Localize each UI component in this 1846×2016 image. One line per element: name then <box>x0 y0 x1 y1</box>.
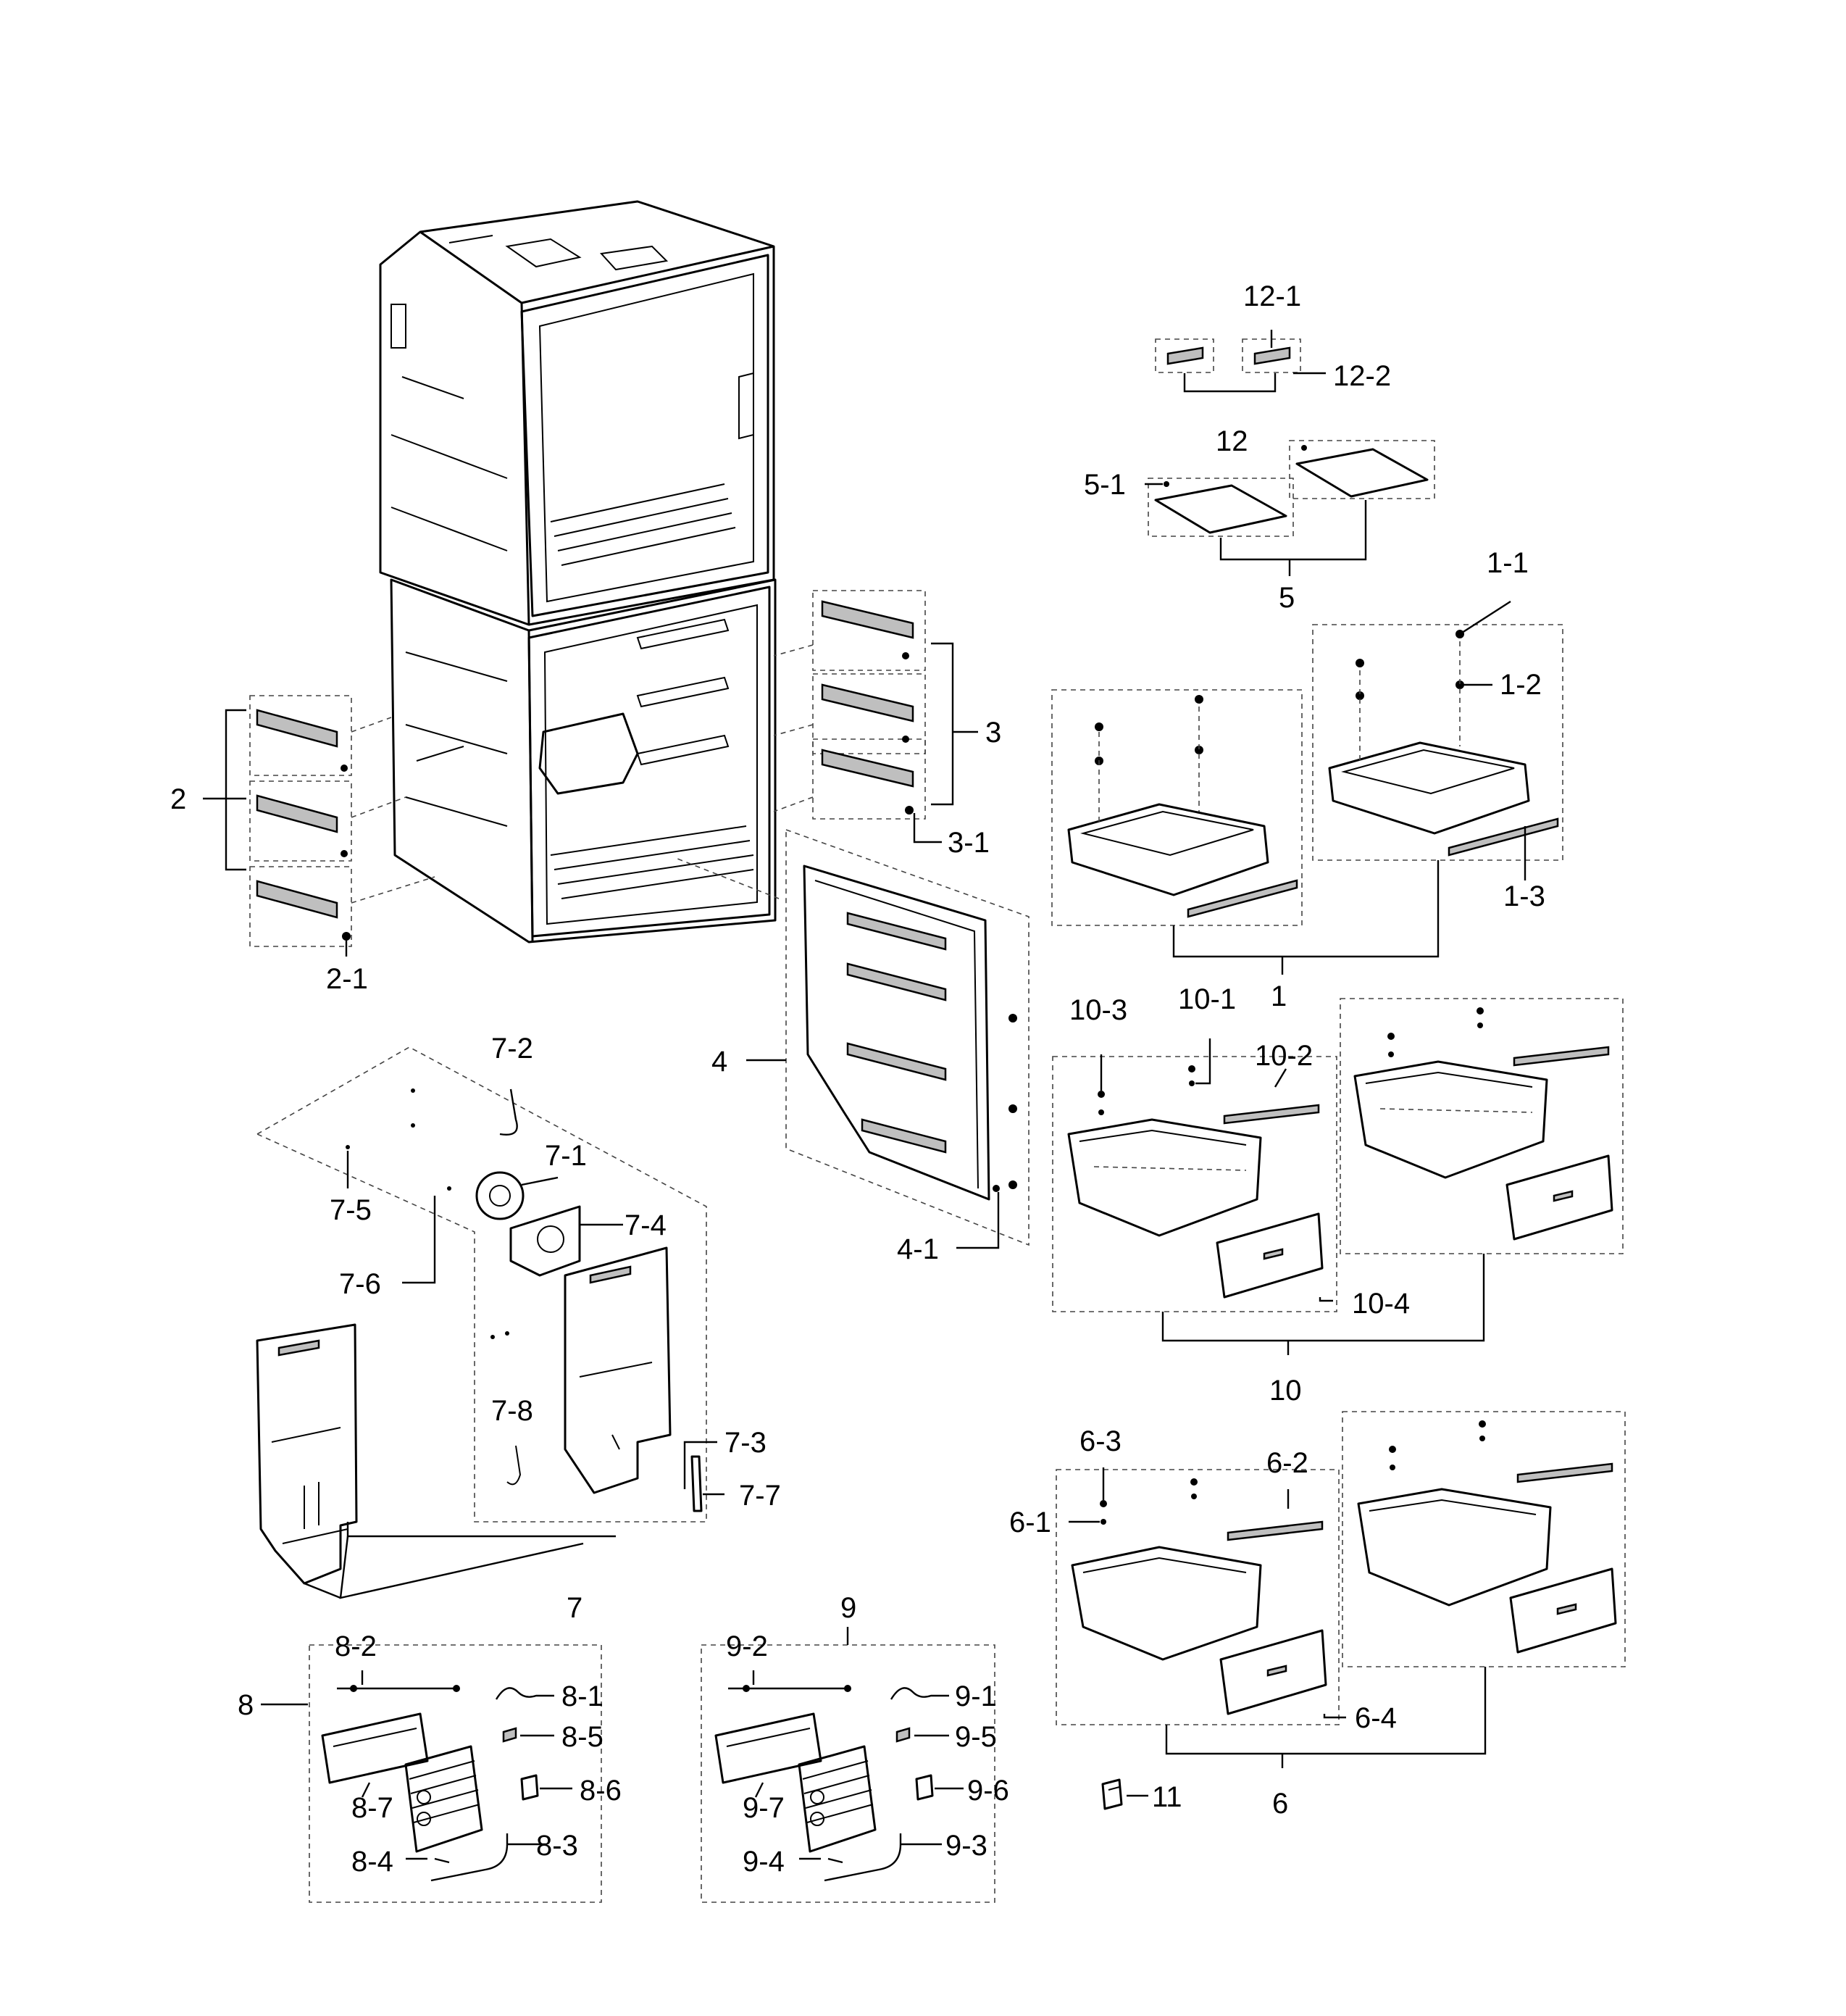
part-7-evaporator-cover <box>256 1046 724 1599</box>
label-2-1: 2-1 <box>326 963 368 995</box>
label-7: 7 <box>567 1592 582 1624</box>
label-6-2: 6-2 <box>1266 1447 1308 1479</box>
label-9-1: 9-1 <box>955 1680 997 1712</box>
label-8-6: 8-6 <box>580 1775 622 1807</box>
label-8-7: 8-7 <box>351 1792 393 1824</box>
label-10: 10 <box>1269 1375 1302 1407</box>
label-5: 5 <box>1279 582 1295 614</box>
label-12-1: 12-1 <box>1243 280 1301 312</box>
part-1-bins <box>1051 600 1563 975</box>
label-5-1: 5-1 <box>1084 469 1126 501</box>
label-9-6: 9-6 <box>967 1775 1009 1807</box>
label-9-4: 9-4 <box>743 1846 785 1878</box>
label-1-2: 1-2 <box>1500 669 1542 701</box>
label-2: 2 <box>170 783 186 815</box>
label-4-1: 4-1 <box>897 1233 939 1265</box>
label-9: 9 <box>840 1592 856 1624</box>
label-1-3: 1-3 <box>1503 880 1545 912</box>
part-10-drawers <box>1052 998 1624 1355</box>
label-10-1: 10-1 <box>1178 983 1236 1015</box>
label-7-6: 7-6 <box>339 1268 381 1300</box>
label-11: 11 <box>1152 1781 1182 1813</box>
label-7-2: 7-2 <box>491 1033 533 1065</box>
label-3: 3 <box>985 717 1001 749</box>
label-4: 4 <box>711 1046 727 1078</box>
label-8: 8 <box>238 1689 254 1721</box>
label-9-3: 9-3 <box>945 1830 987 1862</box>
label-8-5: 8-5 <box>561 1721 604 1753</box>
label-8-3: 8-3 <box>536 1830 578 1862</box>
part-3-rails <box>773 590 978 844</box>
label-6-3: 6-3 <box>1079 1425 1122 1457</box>
label-8-1: 8-1 <box>561 1680 604 1712</box>
part-6-drawers <box>1056 1411 1626 1768</box>
part-4-panel <box>677 828 1030 1249</box>
label-6: 6 <box>1272 1788 1288 1820</box>
label-7-8: 7-8 <box>491 1395 533 1427</box>
part-8-evaporator <box>261 1644 602 1903</box>
label-6-1: 6-1 <box>1009 1507 1051 1538</box>
label-12: 12 <box>1216 425 1248 457</box>
label-9-7: 9-7 <box>743 1792 785 1824</box>
label-9-2: 9-2 <box>726 1630 768 1662</box>
label-7-4: 7-4 <box>625 1209 667 1241</box>
label-7-1: 7-1 <box>545 1140 587 1172</box>
label-7-3: 7-3 <box>724 1427 767 1459</box>
label-6-4: 6-4 <box>1355 1702 1397 1734</box>
part-2-rails <box>203 695 435 957</box>
label-7-5: 7-5 <box>330 1194 372 1226</box>
label-1: 1 <box>1271 980 1287 1012</box>
label-12-2: 12-2 <box>1333 360 1391 392</box>
part-12-clips <box>1155 330 1326 393</box>
part-11-clip <box>1101 1778 1148 1810</box>
label-7-7: 7-7 <box>739 1480 781 1512</box>
label-9-5: 9-5 <box>955 1721 997 1753</box>
label-1-1: 1-1 <box>1487 547 1529 579</box>
label-10-4: 10-4 <box>1352 1288 1410 1320</box>
label-8-4: 8-4 <box>351 1846 393 1878</box>
label-8-2: 8-2 <box>335 1630 377 1662</box>
part-5-pads <box>1145 440 1435 576</box>
label-10-2: 10-2 <box>1255 1040 1313 1072</box>
part-9-evaporator <box>701 1627 995 1903</box>
label-10-3: 10-3 <box>1069 994 1127 1026</box>
label-3-1: 3-1 <box>948 827 990 859</box>
cabinet-assembly <box>379 200 777 944</box>
